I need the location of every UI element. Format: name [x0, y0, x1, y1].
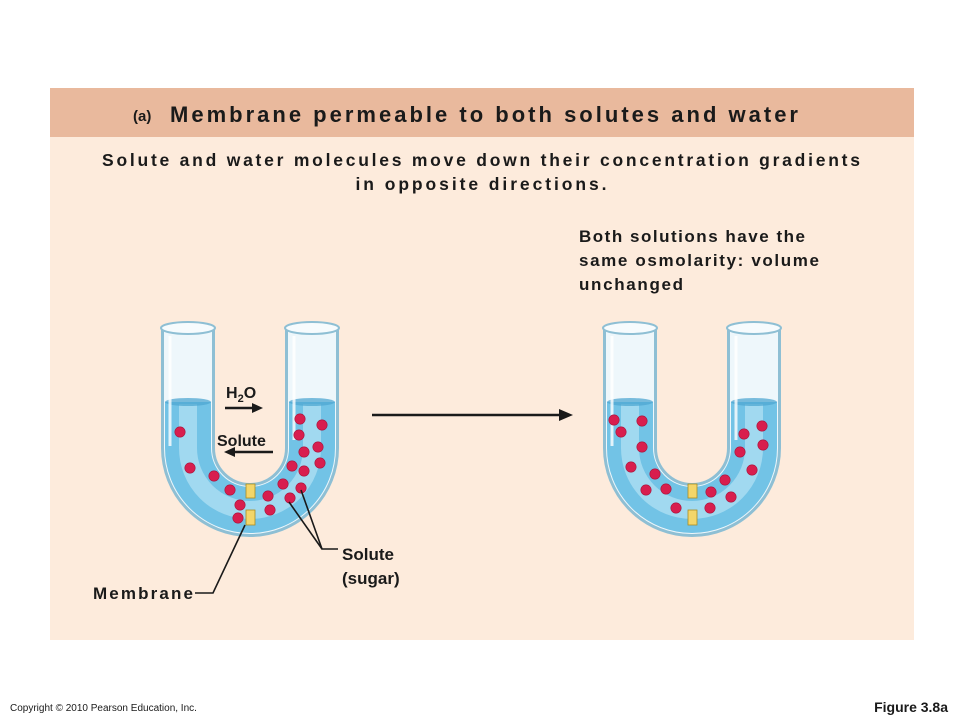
solute-particle — [294, 413, 306, 425]
solute-particle — [298, 446, 310, 458]
solute-particle — [738, 428, 750, 440]
solute-particle — [234, 499, 246, 511]
transition-arrow-icon — [372, 409, 573, 421]
solute-particle — [295, 482, 307, 494]
arrow-right-icon — [225, 403, 263, 413]
solute-particle — [705, 486, 717, 498]
membrane-barrier — [245, 483, 256, 526]
solute-particle — [660, 483, 672, 495]
solute-arrow-label: Solute — [217, 433, 266, 450]
figure-header-band — [50, 88, 914, 137]
figure-number: Figure 3.8a — [874, 699, 948, 715]
description-line-1: Solute and water molecules move down the… — [102, 150, 860, 170]
solute-particle — [719, 474, 731, 486]
solute-particles-before — [174, 413, 328, 524]
membrane-leader-line — [195, 524, 246, 594]
solute-particle — [284, 492, 296, 504]
solute-particle — [224, 484, 236, 496]
result-line-2: same osmolarity: volume — [579, 251, 819, 270]
solute-particle — [316, 419, 328, 431]
result-line-3: unchanged — [579, 275, 683, 294]
solute-particle — [636, 415, 648, 427]
arrow-left-icon — [224, 447, 273, 457]
solute-particle — [314, 457, 326, 469]
solute-particle — [184, 462, 196, 474]
solute-particle — [298, 465, 310, 477]
solute-particle — [670, 502, 682, 514]
solute-particle — [277, 478, 289, 490]
solute-leader-line — [288, 501, 323, 550]
solute-particle — [725, 491, 737, 503]
solute-particle — [264, 504, 276, 516]
solute-particles-after — [608, 414, 769, 514]
solute-particle — [312, 441, 324, 453]
solute-particle — [757, 439, 769, 451]
solute-particle — [734, 446, 746, 458]
copyright-notice: Copyright © 2010 Pearson Education, Inc. — [10, 703, 197, 714]
water-label: H2O — [226, 385, 256, 405]
solute-particle — [625, 461, 637, 473]
solute-particle — [293, 429, 305, 441]
solute-particle — [704, 502, 716, 514]
solute-sugar-label-line-1: Solute — [342, 545, 394, 564]
solute-particle — [640, 484, 652, 496]
solute-particle — [615, 426, 627, 438]
part-label: (a) — [133, 108, 151, 125]
solute-particle — [286, 460, 298, 472]
membrane-barrier — [687, 483, 698, 526]
description-line-2: in opposite directions. — [356, 174, 607, 194]
solute-particle — [756, 420, 768, 432]
membrane-label: Membrane — [93, 584, 193, 603]
solute-particle — [649, 468, 661, 480]
solute-particle — [174, 426, 186, 438]
solute-particle — [636, 441, 648, 453]
solute-particle — [746, 464, 758, 476]
solute-particle — [208, 470, 220, 482]
solute-sugar-label-line-2: (sugar) — [342, 569, 400, 588]
solute-particle — [232, 512, 244, 524]
solute-particle — [262, 490, 274, 502]
solute-particle — [608, 414, 620, 426]
result-line-1: Both solutions have the — [579, 227, 805, 246]
